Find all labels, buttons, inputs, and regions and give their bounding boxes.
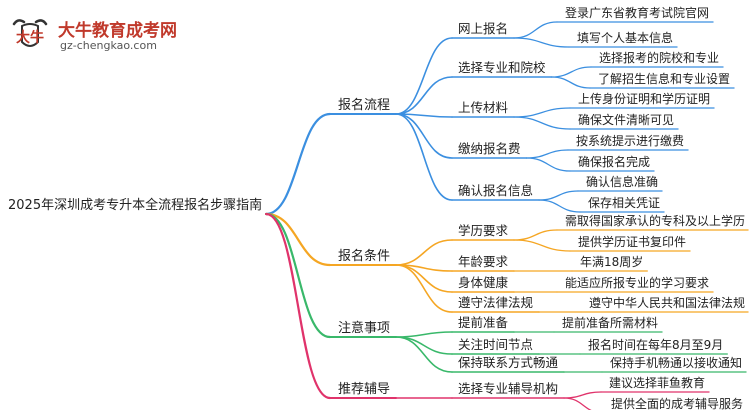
branch-label: 报名流程 — [338, 97, 390, 113]
branch-child-connector — [395, 336, 453, 373]
child-leaf-connector — [563, 391, 602, 399]
root-branch-connector — [264, 112, 332, 216]
leaf-label: 提前准备所需材料 — [562, 315, 658, 330]
child-label: 年龄要求 — [458, 254, 509, 269]
branch-label: 报名条件 — [338, 248, 390, 264]
child-leaf-connector — [513, 116, 571, 130]
child-leaf-connector — [513, 239, 571, 252]
child-leaf-connector — [550, 76, 591, 89]
root-node-label: 2025年深圳成考专升本全流程报名步骤指南 — [8, 197, 262, 213]
leaf-label: 提供全面的成考辅导服务 — [611, 396, 743, 410]
branch-child-connector — [395, 113, 453, 201]
child-leaf-connector — [550, 66, 592, 78]
leaf-label: 保存相关凭证 — [588, 195, 660, 210]
leaf-label: 确认信息准确 — [586, 174, 658, 189]
leaf-label: 年满18周岁 — [580, 254, 643, 269]
leaf-label: 填写个人基本信息 — [577, 30, 673, 45]
child-label: 确认报名信息 — [458, 183, 533, 198]
child-label: 网上报名 — [458, 21, 508, 36]
child-label: 选择专业和院校 — [458, 60, 546, 75]
child-label: 学历要求 — [458, 223, 509, 238]
logo-url: gz-chengkao.com — [60, 39, 157, 52]
child-leaf-connector — [525, 149, 569, 159]
branch-label: 推荐辅导 — [338, 382, 390, 397]
leaf-label: 确保文件清晰可见 — [578, 112, 674, 127]
leaf-label: 保持手机畅通以接收通知 — [610, 355, 742, 370]
child-leaf-connector — [538, 199, 581, 213]
logo-title: 大牛教育成考网 — [58, 21, 177, 41]
root-branch-connector — [264, 212, 332, 267]
child-leaf-connector — [513, 37, 570, 48]
branch-child-connector — [395, 264, 453, 313]
child-label: 遵守法律法规 — [458, 295, 533, 310]
child-label: 提前准备 — [458, 315, 509, 330]
leaf-label: 遵守中华人民共和国法律法规 — [589, 295, 745, 310]
child-label: 身体健康 — [458, 275, 509, 290]
child-label: 选择专业辅导机构 — [458, 381, 558, 396]
child-leaf-connector — [513, 21, 558, 39]
leaf-label: 提供学历证书复印件 — [578, 234, 686, 249]
child-leaf-connector — [513, 229, 558, 241]
bull-head-logo-icon: 大牛 — [12, 19, 48, 47]
leaf-label: 能适应所报专业的学习要求 — [565, 275, 709, 290]
branch-child-connector — [395, 239, 453, 266]
leaf-label: 选择报考的院校和专业 — [599, 50, 719, 65]
branch-child-connector — [395, 331, 453, 338]
child-label: 保持联系方式畅通 — [458, 355, 559, 370]
leaf-label: 需取得国家承认的专科及以上学历 — [565, 213, 745, 228]
leaf-label: 建议选择菲鱼教育 — [609, 375, 705, 390]
branch-child-connector — [395, 37, 453, 115]
child-label: 关注时间节点 — [458, 337, 533, 352]
leaf-label: 上传身份证明和学历证明 — [578, 91, 710, 106]
child-label: 缴纳报名费 — [458, 141, 521, 156]
root-branch-connector — [264, 212, 332, 339]
branch-child-connector — [395, 76, 453, 115]
child-leaf-connector — [538, 190, 579, 201]
child-leaf-connector — [513, 107, 571, 118]
svg-text:大牛: 大牛 — [16, 29, 44, 46]
root-branch-connector — [264, 212, 332, 400]
child-leaf-connector — [563, 397, 592, 410]
branch-label: 注意事项 — [338, 320, 390, 336]
leaf-label: 按系统提示进行缴费 — [576, 133, 684, 148]
child-leaf-connector — [525, 157, 571, 172]
branch-child-connector — [395, 336, 453, 355]
leaf-label: 报名时间在每年8月至9月 — [588, 337, 723, 352]
branch-child-connector — [395, 113, 453, 159]
child-label: 上传材料 — [458, 100, 509, 115]
leaf-label: 了解招生信息和专业设置 — [598, 71, 730, 86]
leaf-label: 确保报名完成 — [578, 154, 650, 169]
leaf-label: 登录广东省教育考试院官网 — [565, 5, 709, 20]
site-logo[interactable]: 大牛 大牛教育成考网 gz-chengkao.com — [8, 14, 208, 58]
